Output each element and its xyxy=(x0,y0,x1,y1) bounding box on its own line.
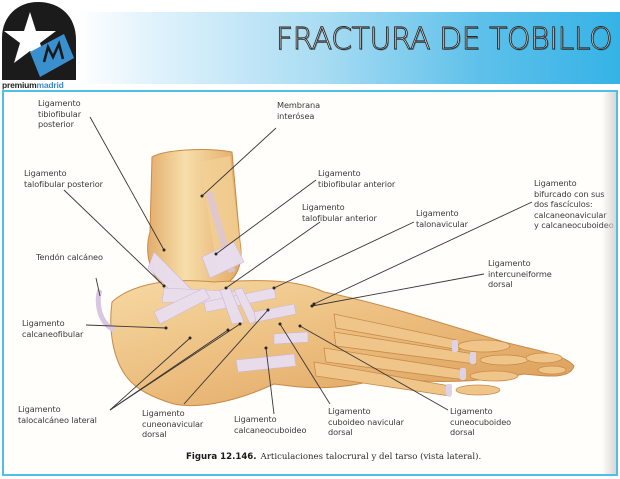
figure-number: Figura 12.146. xyxy=(186,452,257,462)
label-lig-calcaneocuboideo: Ligamento calcaneocuboideo xyxy=(234,414,307,435)
label-lig-calcaneofibular: Ligamento calcaneofibular xyxy=(22,318,84,339)
label-lig-talofibular-anterior: Ligamento talofibular anterior xyxy=(302,202,377,223)
label-lig-cuboideo-navicular-dorsal: Ligamento cuboideo navicular dorsal xyxy=(328,406,404,437)
wordmark-part2: madrid xyxy=(36,80,64,90)
ankle-anatomy-illustration xyxy=(63,116,575,415)
star-m-logo-icon xyxy=(2,2,76,80)
wordmark-part1: premium xyxy=(2,80,37,90)
figure-caption: Figura 12.146.Articulaciones talocrural … xyxy=(186,452,481,462)
label-lig-intercuneiforme-dorsal: Ligamento intercuneiforme dorsal xyxy=(488,258,552,289)
label-lig-bifurcado: Ligamento bifurcado con sus dos fascícul… xyxy=(534,178,614,230)
label-lig-cuneonavicular-dorsal: Ligamento cuneonavicular dorsal xyxy=(142,408,204,439)
brand-logo xyxy=(0,0,78,82)
label-lig-tibiofibular-posterior: Ligamento tibiofibular posterior xyxy=(38,98,81,129)
label-lig-talocalcaneo-lateral: Ligamento talocalcáneo lateral xyxy=(18,404,97,425)
label-tendon-calcaneo: Tendón calcáneo xyxy=(36,252,103,262)
label-lig-talofibular-posterior: Ligamento talofibular posterior xyxy=(24,168,103,189)
label-lig-cuneocuboideo-dorsal: Ligamento cuneocuboideo dorsal xyxy=(450,406,512,437)
title-banner: FRACTURA DE TOBILLO xyxy=(77,12,620,84)
anatomy-figure-frame: Ligamento tibiofibular posterior Membran… xyxy=(2,90,618,476)
label-lig-talonavicular: Ligamento talonavicular xyxy=(416,208,468,229)
page-title: FRACTURA DE TOBILLO xyxy=(275,22,613,58)
label-lig-tibiofibular-anterior: Ligamento tibiofibular anterior xyxy=(318,168,396,189)
label-membrana-interosea: Membrana interósea xyxy=(277,100,321,121)
brand-wordmark: premiummadrid xyxy=(2,81,64,90)
figure-caption-text: Articulaciones talocrural y del tarso (v… xyxy=(260,452,482,462)
